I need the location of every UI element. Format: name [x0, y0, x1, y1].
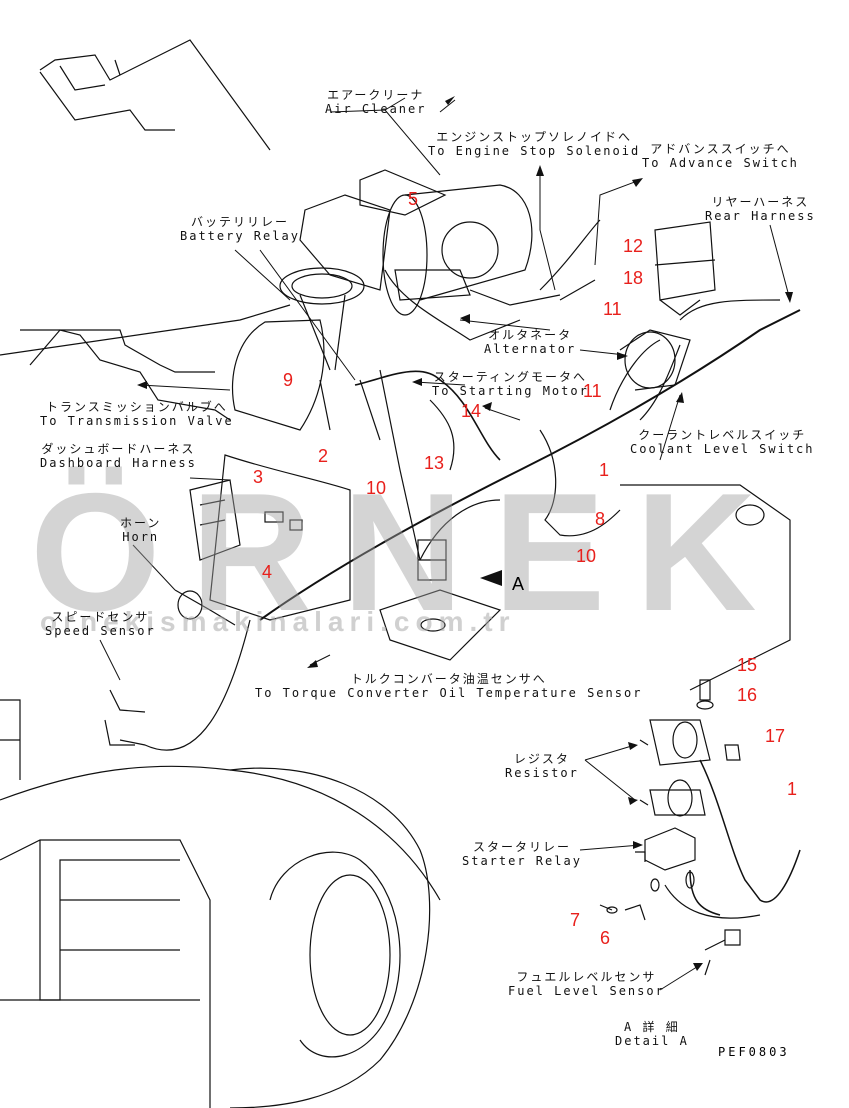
part-number: 15 — [737, 655, 758, 675]
part-number: 4 — [262, 562, 273, 582]
part-number: 9 — [283, 370, 294, 390]
part-number: 18 — [623, 268, 644, 288]
watermark-url: ornekismakinalari.com.tr — [40, 606, 516, 637]
part-number: 12 — [623, 236, 644, 256]
part-number: 10 — [366, 478, 387, 498]
drawing-code: PEF0803 — [718, 1045, 790, 1059]
part-number: 13 — [424, 453, 445, 473]
part-number: 16 — [737, 685, 758, 705]
part-number: 1 — [599, 460, 610, 480]
part-number: 6 — [600, 928, 611, 948]
part-number: 5 — [408, 189, 419, 209]
watermark-logo: ÖRNEK — [30, 458, 787, 646]
part-number: 10 — [576, 546, 597, 566]
part-number: 17 — [765, 726, 786, 746]
part-number: 8 — [595, 509, 606, 529]
part-number: 1 — [787, 779, 798, 799]
part-number: 2 — [318, 446, 329, 466]
part-number: 11 — [583, 381, 602, 401]
view-marker: A — [512, 574, 525, 594]
part-number: 7 — [570, 910, 581, 930]
part-number: 3 — [253, 467, 264, 487]
part-number: 11 — [603, 299, 622, 319]
part-number: 14 — [461, 401, 482, 421]
